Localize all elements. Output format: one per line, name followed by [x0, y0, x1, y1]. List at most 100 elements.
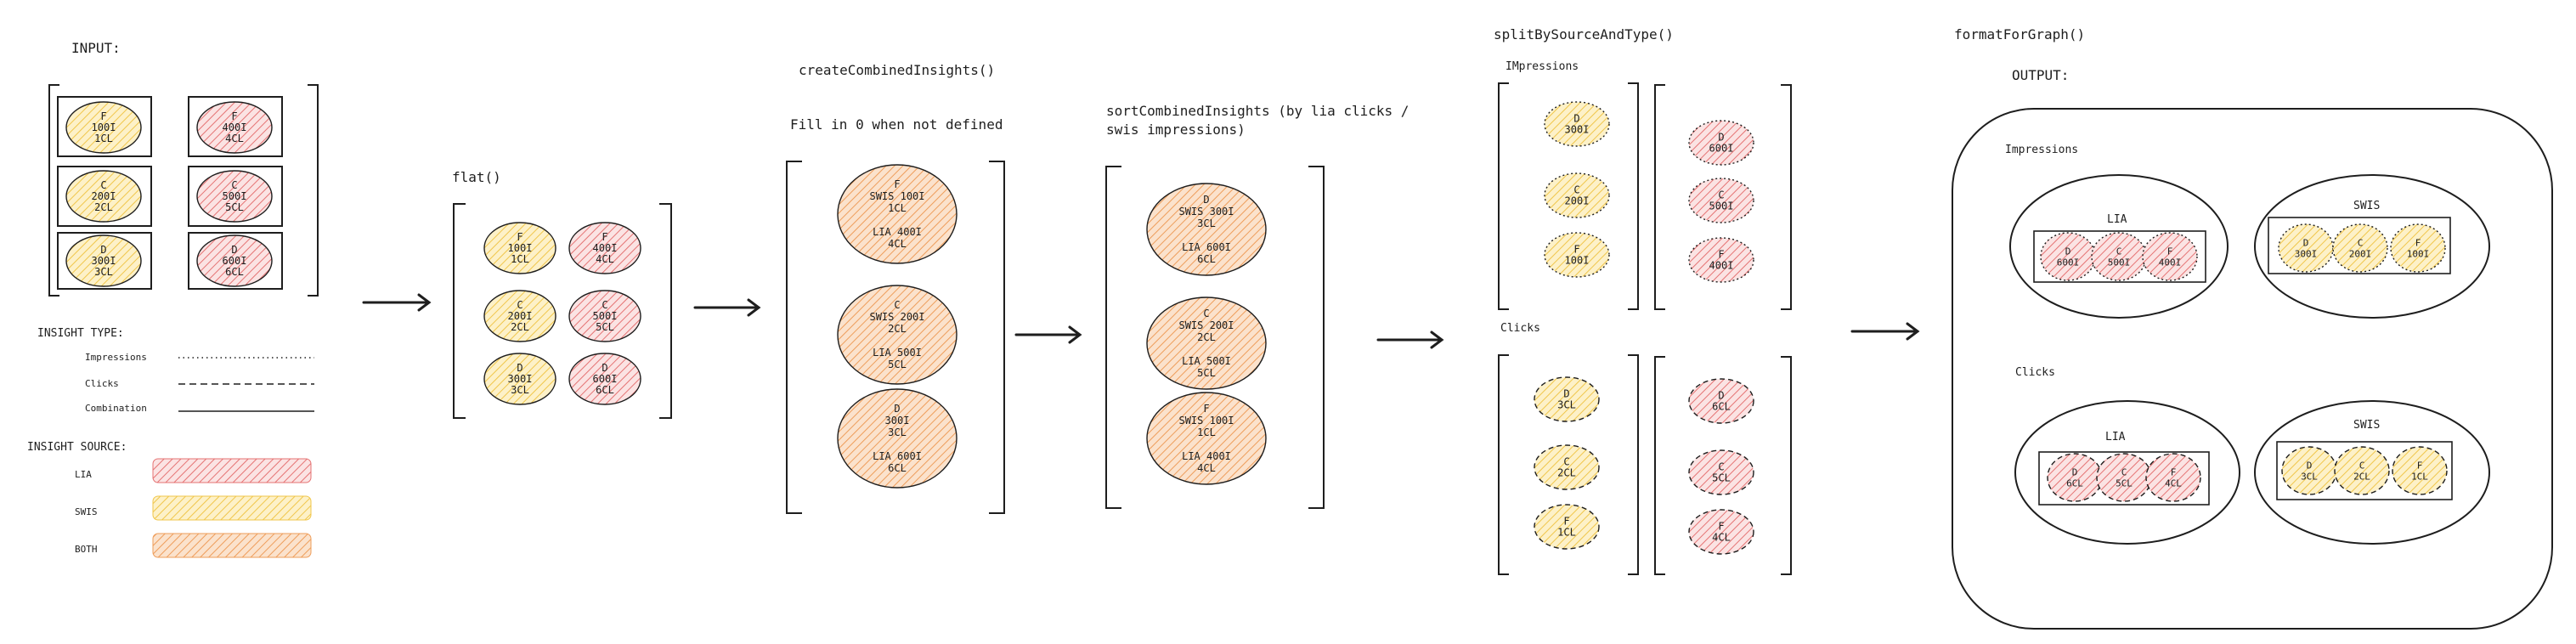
flat-array	[453, 203, 672, 419]
legend-lia-swatch	[152, 458, 312, 483]
combined-node-text: 2CL	[888, 323, 907, 335]
split-title: splitBySourceAndType()	[1494, 26, 1674, 42]
split-imp-swis-node-text: 300I	[1565, 124, 1590, 136]
split-clk-swis-node-shape	[1534, 376, 1600, 422]
sorted-node-text: LIA 500I	[1182, 355, 1231, 367]
sorted-node-text: 5CL	[1197, 367, 1216, 379]
sorted-node-text: 1CL	[1197, 427, 1216, 438]
input-swis-node-text: C	[100, 179, 106, 191]
combined-node-text: 300I	[885, 415, 910, 427]
sorted-node-text: 4CL	[1197, 462, 1216, 474]
sorted-node-text: SWIS 100I	[1178, 415, 1234, 427]
flat-lia-node-text: 400I	[593, 242, 618, 254]
sorted-node-text: 3CL	[1197, 217, 1216, 229]
input-swis-node-text: 2CL	[94, 201, 113, 213]
combined-node-text: C	[894, 299, 900, 311]
format-clk-swis-node-text: C	[2359, 460, 2365, 471]
sorted-node-text: F	[1203, 403, 1209, 415]
legend-type-title: INSIGHT TYPE:	[37, 327, 124, 340]
split-imp-lia-node-text: C	[1718, 189, 1724, 201]
input-lia-node-shape	[196, 101, 273, 154]
clk-lia-label: LIA	[2105, 431, 2126, 443]
input-lia-node-shape	[196, 234, 273, 287]
format-clk-lia-node-text: 5CL	[2116, 477, 2133, 489]
sorted-node-text: SWIS 200I	[1178, 319, 1234, 331]
input-lia-node-text: 5CL	[225, 201, 244, 213]
sorted-node-text: D	[1203, 194, 1209, 206]
combined-node-text: LIA 600I	[873, 450, 922, 462]
legend-swis-swatch	[152, 495, 312, 521]
legend-clicks: Clicks	[85, 378, 119, 389]
sorted-node-shape	[1146, 392, 1267, 485]
format-clk-lia-node-text: D	[2072, 466, 2078, 477]
split-clk-lia-node-text: 4CL	[1712, 532, 1731, 544]
input-swis-node-text: 200I	[92, 190, 116, 202]
flat-swis-node-shape	[483, 290, 556, 342]
input-swis-node-shape	[65, 170, 142, 223]
combined-node-shape	[837, 388, 958, 489]
flat-title: flat()	[452, 169, 501, 185]
flat-swis-node-text: F	[517, 231, 523, 243]
input-swis-node-text: 1CL	[94, 133, 113, 144]
format-imp-swis-node-text: D	[2303, 237, 2309, 248]
split-clk-lia-node-text: C	[1718, 461, 1724, 473]
legend-lia: LIA	[75, 469, 92, 480]
format-title: formatForGraph()	[1954, 26, 2085, 42]
combined-node-text: 4CL	[888, 238, 907, 250]
format-clk-lia-node-text: F	[2171, 466, 2177, 477]
combined-node-text: 6CL	[888, 462, 907, 474]
flat-lia-node-shape	[568, 290, 641, 342]
sorted-array	[1105, 166, 1325, 509]
format-nodes: D600IC500IF400ID300IC200IF100ID6CLC5CLF4…	[2040, 223, 2448, 502]
flat-swis-node-text: D	[517, 362, 523, 374]
split-imp-swis-node-text: 200I	[1565, 195, 1590, 207]
input-array	[48, 84, 319, 297]
flat-lia-node-text: D	[602, 362, 607, 374]
format-imp-lia-node-text: D	[2065, 246, 2071, 257]
imp-lia-label: LIA	[2107, 213, 2127, 226]
flat-swis-node-text: 200I	[508, 310, 533, 322]
split-clk-swis-node-text: D	[1563, 388, 1569, 400]
flat-swis-node-text: 3CL	[511, 384, 529, 396]
format-clk-swis-node-shape	[2392, 446, 2448, 495]
split-imp-lia-node-text: 600I	[1709, 143, 1734, 155]
split-nodes: D300IC200IF100ID600IC500IF400ID3CLC2CLF1…	[1534, 101, 1754, 555]
sorted-node-shape	[1146, 297, 1267, 390]
flat-swis-node-text: 1CL	[511, 253, 529, 265]
split-imp-swis-node-shape	[1544, 172, 1610, 218]
split-clk-swis-node-shape	[1534, 444, 1600, 490]
format-imp-lia-node-text: 400I	[2159, 257, 2182, 268]
input-lia-node-shape	[196, 170, 273, 223]
flat-lia-node-text: C	[602, 299, 607, 311]
format-clk-swis-node-text: 2CL	[2353, 471, 2370, 482]
input-title: INPUT:	[71, 40, 121, 56]
format-imp-swis-node-text: 200I	[2349, 248, 2372, 259]
flat-swis-node-text: 100I	[508, 242, 533, 254]
split-imp-swis-node-text: C	[1573, 184, 1579, 196]
sorted-node-text: 2CL	[1197, 331, 1216, 343]
input-lia-node-text: 6CL	[225, 266, 244, 278]
combined-array	[786, 161, 1005, 514]
split-clk-swis-node-text: 1CL	[1557, 527, 1576, 539]
